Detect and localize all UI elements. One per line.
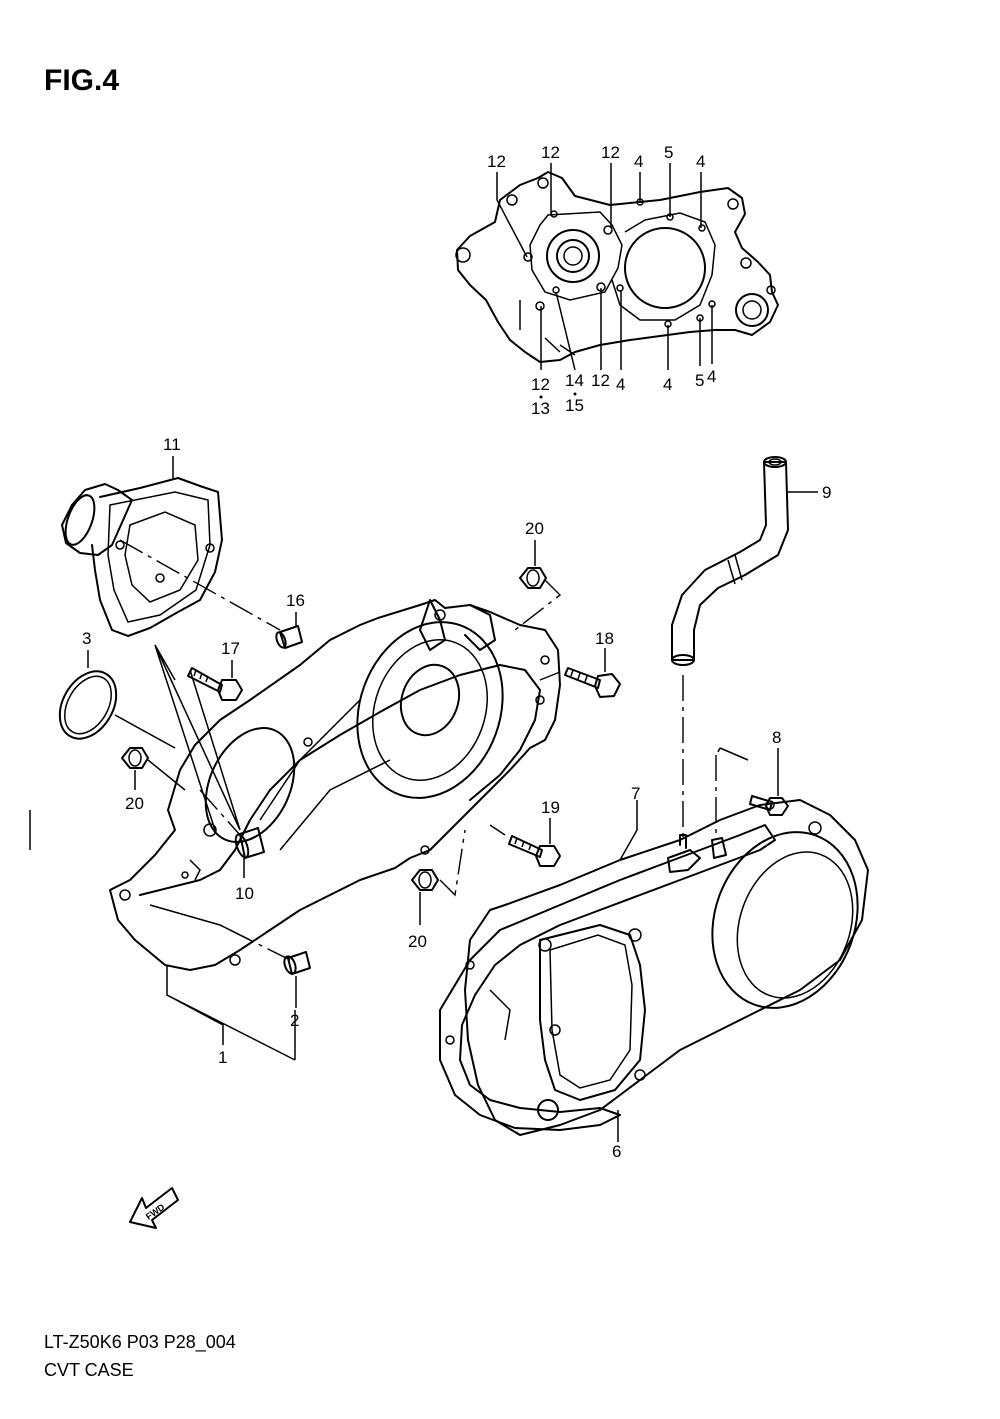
callout-10: 10	[235, 884, 254, 903]
part-2-dowel	[283, 951, 311, 975]
part-8-bolt	[749, 795, 789, 816]
part-20-nut-left	[121, 747, 149, 769]
part-19-bolt	[508, 835, 561, 867]
callout-12: 12	[541, 143, 560, 162]
part-18-bolt	[564, 667, 621, 698]
part-20-nut-top	[519, 567, 547, 589]
part-11-duct-cover	[61, 477, 223, 637]
part-16-dowel	[275, 625, 303, 649]
callout-20: 20	[525, 519, 544, 538]
part-9-hose	[671, 456, 789, 666]
fwd-label: FWD	[144, 1202, 167, 1222]
callout-7: 7	[631, 784, 640, 803]
callout-19: 19	[541, 798, 560, 817]
callout-15: 15	[565, 396, 584, 415]
callout-4: 4	[663, 375, 672, 394]
callout-8: 8	[772, 728, 781, 747]
callout-4: 4	[696, 152, 705, 171]
separator-dot	[573, 392, 577, 396]
callout-9: 9	[822, 483, 831, 502]
callout-5: 5	[695, 371, 704, 390]
crankcase-inset	[455, 163, 779, 371]
part-17-bolt	[187, 667, 243, 701]
callout-2: 2	[290, 1011, 299, 1030]
callout-6: 6	[612, 1142, 621, 1161]
callout-12: 12	[591, 371, 610, 390]
callout-1: 1	[218, 1048, 227, 1067]
callout-4: 4	[707, 367, 716, 386]
part-7-outer-cover	[464, 799, 869, 1136]
callout-4: 4	[616, 375, 625, 394]
callout-3: 3	[82, 629, 91, 648]
part-6-gasket	[439, 824, 776, 1131]
callout-18: 18	[595, 629, 614, 648]
callout-17: 17	[221, 639, 240, 658]
callout-4: 4	[634, 152, 643, 171]
callout-11: 11	[163, 435, 181, 454]
part-10-dowel	[234, 827, 265, 859]
callout-20: 20	[125, 794, 144, 813]
separator-dot	[539, 395, 543, 399]
diagram-name: CVT CASE	[44, 1360, 134, 1380]
callout-12: 12	[487, 152, 506, 171]
callout-13: 13	[531, 399, 550, 418]
callout-14: 14	[565, 371, 584, 390]
callout-12: 12	[531, 375, 550, 394]
callout-20: 20	[408, 932, 427, 951]
part-3-o-ring	[58, 670, 118, 740]
figure-title: FIG.4	[44, 64, 119, 97]
part-1-cvt-case	[109, 599, 561, 971]
fwd-arrow-icon: FWD	[129, 1187, 179, 1229]
callout-5: 5	[664, 143, 673, 162]
diagram-code: LT-Z50K6 P03 P28_004	[44, 1332, 236, 1353]
callout-12: 12	[601, 143, 620, 162]
part-20-nut-bottom	[411, 869, 439, 891]
callout-16: 16	[286, 591, 305, 610]
